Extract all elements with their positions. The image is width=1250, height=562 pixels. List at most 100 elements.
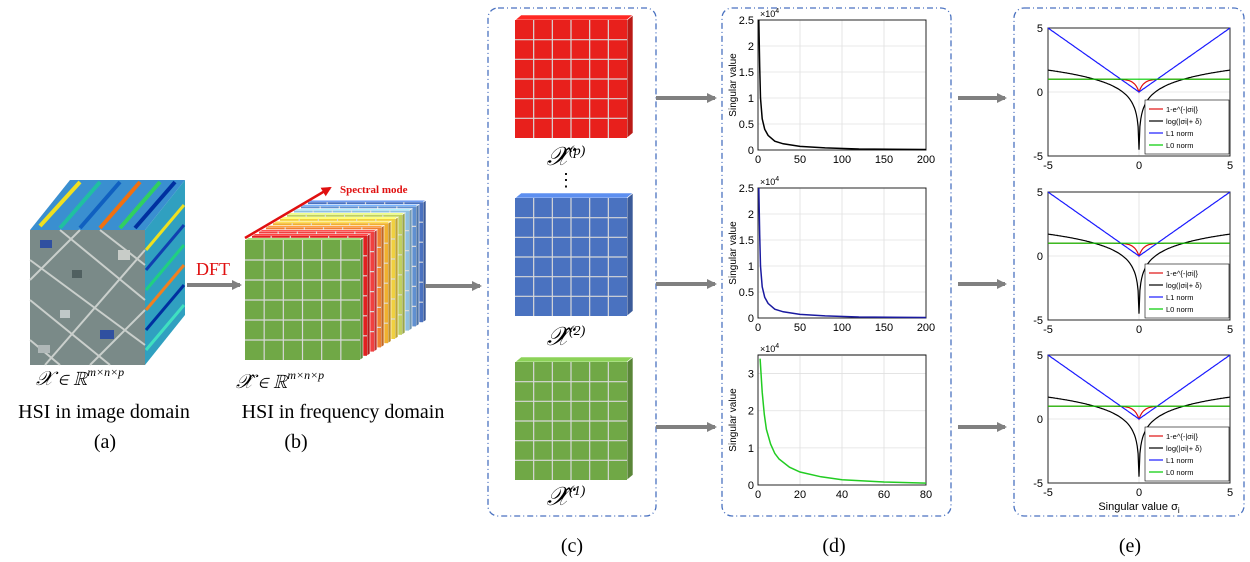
panel-c-letter: (c) [561,535,583,557]
slice-side-face [415,203,420,327]
frontal-slice [514,14,634,139]
y-tick-label: 2 [748,209,754,221]
penalty-curve [1047,191,1231,257]
x-tick-label: -5 [1043,160,1053,172]
x-tick-label: -5 [1043,324,1053,336]
y-tick-label: 5 [1037,187,1043,199]
slice-side-face [359,237,364,361]
panel-c-frame [487,7,657,517]
legend-label: L0 norm [1166,468,1194,477]
y-tick-label: 0.5 [739,119,754,131]
plot-border [757,187,927,319]
frequency-cube [244,199,427,361]
x-tick-label: 200 [917,322,935,334]
y-tick-label: 0 [748,480,754,492]
x-tick-label: 0 [1136,324,1142,336]
y-tick-label: 2 [748,406,754,418]
slice-top-face [279,216,399,220]
slice-ellipsis: ⋮ [557,170,575,190]
penalty-curve [1047,354,1231,420]
plot-border [1047,354,1231,484]
hsi-cube [29,180,186,366]
slice-top-face [300,204,420,207]
slice-side-face [366,233,371,357]
legend-label: L0 norm [1166,305,1194,314]
y-axis-label: Singular value [728,53,739,117]
y-tick-label: 5 [1037,23,1043,35]
x-tick-label: 5 [1227,160,1233,172]
slice-side-face [387,220,392,344]
x-tick-label: 0 [1136,487,1142,499]
slice-side-face [626,192,634,317]
y-tick-label: 2 [748,41,754,53]
slice-symbol: 𝒳̂(1) [547,482,586,511]
penalty-curve [1047,27,1231,93]
cube-side-stripes [144,204,186,351]
frontal-slice [514,356,634,481]
spectral-mode-arrow [244,186,332,240]
slice-top-face [265,225,385,228]
x-axis-label: Singular value σi [1098,501,1180,515]
slice-top-face [514,14,634,21]
slice-top-face [286,212,406,216]
penalty-curve [1047,69,1231,150]
x-tick-label: 150 [875,154,893,166]
city-roofs [38,240,130,353]
x-tick-label: 80 [920,489,932,501]
x-tick-label: 0 [755,322,761,334]
y-tick-label: 5 [1037,350,1043,362]
slice-side-face [626,356,634,481]
plot-border [1047,27,1231,157]
y-tick-label: 1 [748,261,754,273]
y-tick-label: -5 [1033,151,1043,163]
y-tick-label: -5 [1033,315,1043,327]
panel-a-caption: HSI in image domain [18,401,190,423]
slice-side-face [373,229,378,353]
x-tick-label: 0 [755,489,761,501]
x-tick-label: 150 [875,322,893,334]
panel-a-letter: (a) [94,431,116,453]
y-exponent-label: ×104 [760,176,779,187]
y-tick-label: 1.5 [739,67,754,79]
y-tick-label: 0.5 [739,287,754,299]
x-tick-label: 40 [836,489,848,501]
y-tick-label: 2.5 [739,183,754,195]
plot-border [757,19,927,151]
slice-symbol: 𝒳̂(2) [547,322,586,351]
legend-label: log(|σi|+ δ) [1166,444,1202,453]
slice-top-face [514,356,634,363]
legend-label: 1-e^{-|σi|} [1166,105,1199,114]
slice-side-face [408,208,413,332]
slice-side-face [380,224,385,348]
slice-top-face [244,237,364,241]
singular-value-curve [758,187,927,319]
slice-top-face [272,220,392,224]
slice-symbol: 𝒳̂(p) [547,142,586,171]
y-axis-label: Singular value [728,388,739,452]
slice-top-face [307,199,427,203]
x-tick-label: 100 [833,154,851,166]
y-tick-label: -5 [1033,478,1043,490]
x-tick-label: 200 [917,154,935,166]
x-tick-label: 20 [794,489,806,501]
plot-border [1047,191,1231,321]
y-tick-label: 0 [1037,414,1043,426]
legend-label: L0 norm [1166,141,1194,150]
y-tick-label: 1 [748,443,754,455]
x-tick-label: 50 [794,154,806,166]
legend-label: log(|σi|+ δ) [1166,281,1202,290]
panel-e-frame [1013,7,1245,517]
frontal-slice [514,192,634,317]
panel-a-math-label: 𝒳 ∈ ℝm×n×p [36,365,124,390]
y-tick-label: 1.5 [739,235,754,247]
x-tick-label: 5 [1227,324,1233,336]
y-tick-label: 0 [748,145,754,157]
legend-label: 1-e^{-|σi|} [1166,432,1199,441]
y-exponent-label: ×104 [760,8,779,19]
y-exponent-label: ×104 [760,343,779,354]
